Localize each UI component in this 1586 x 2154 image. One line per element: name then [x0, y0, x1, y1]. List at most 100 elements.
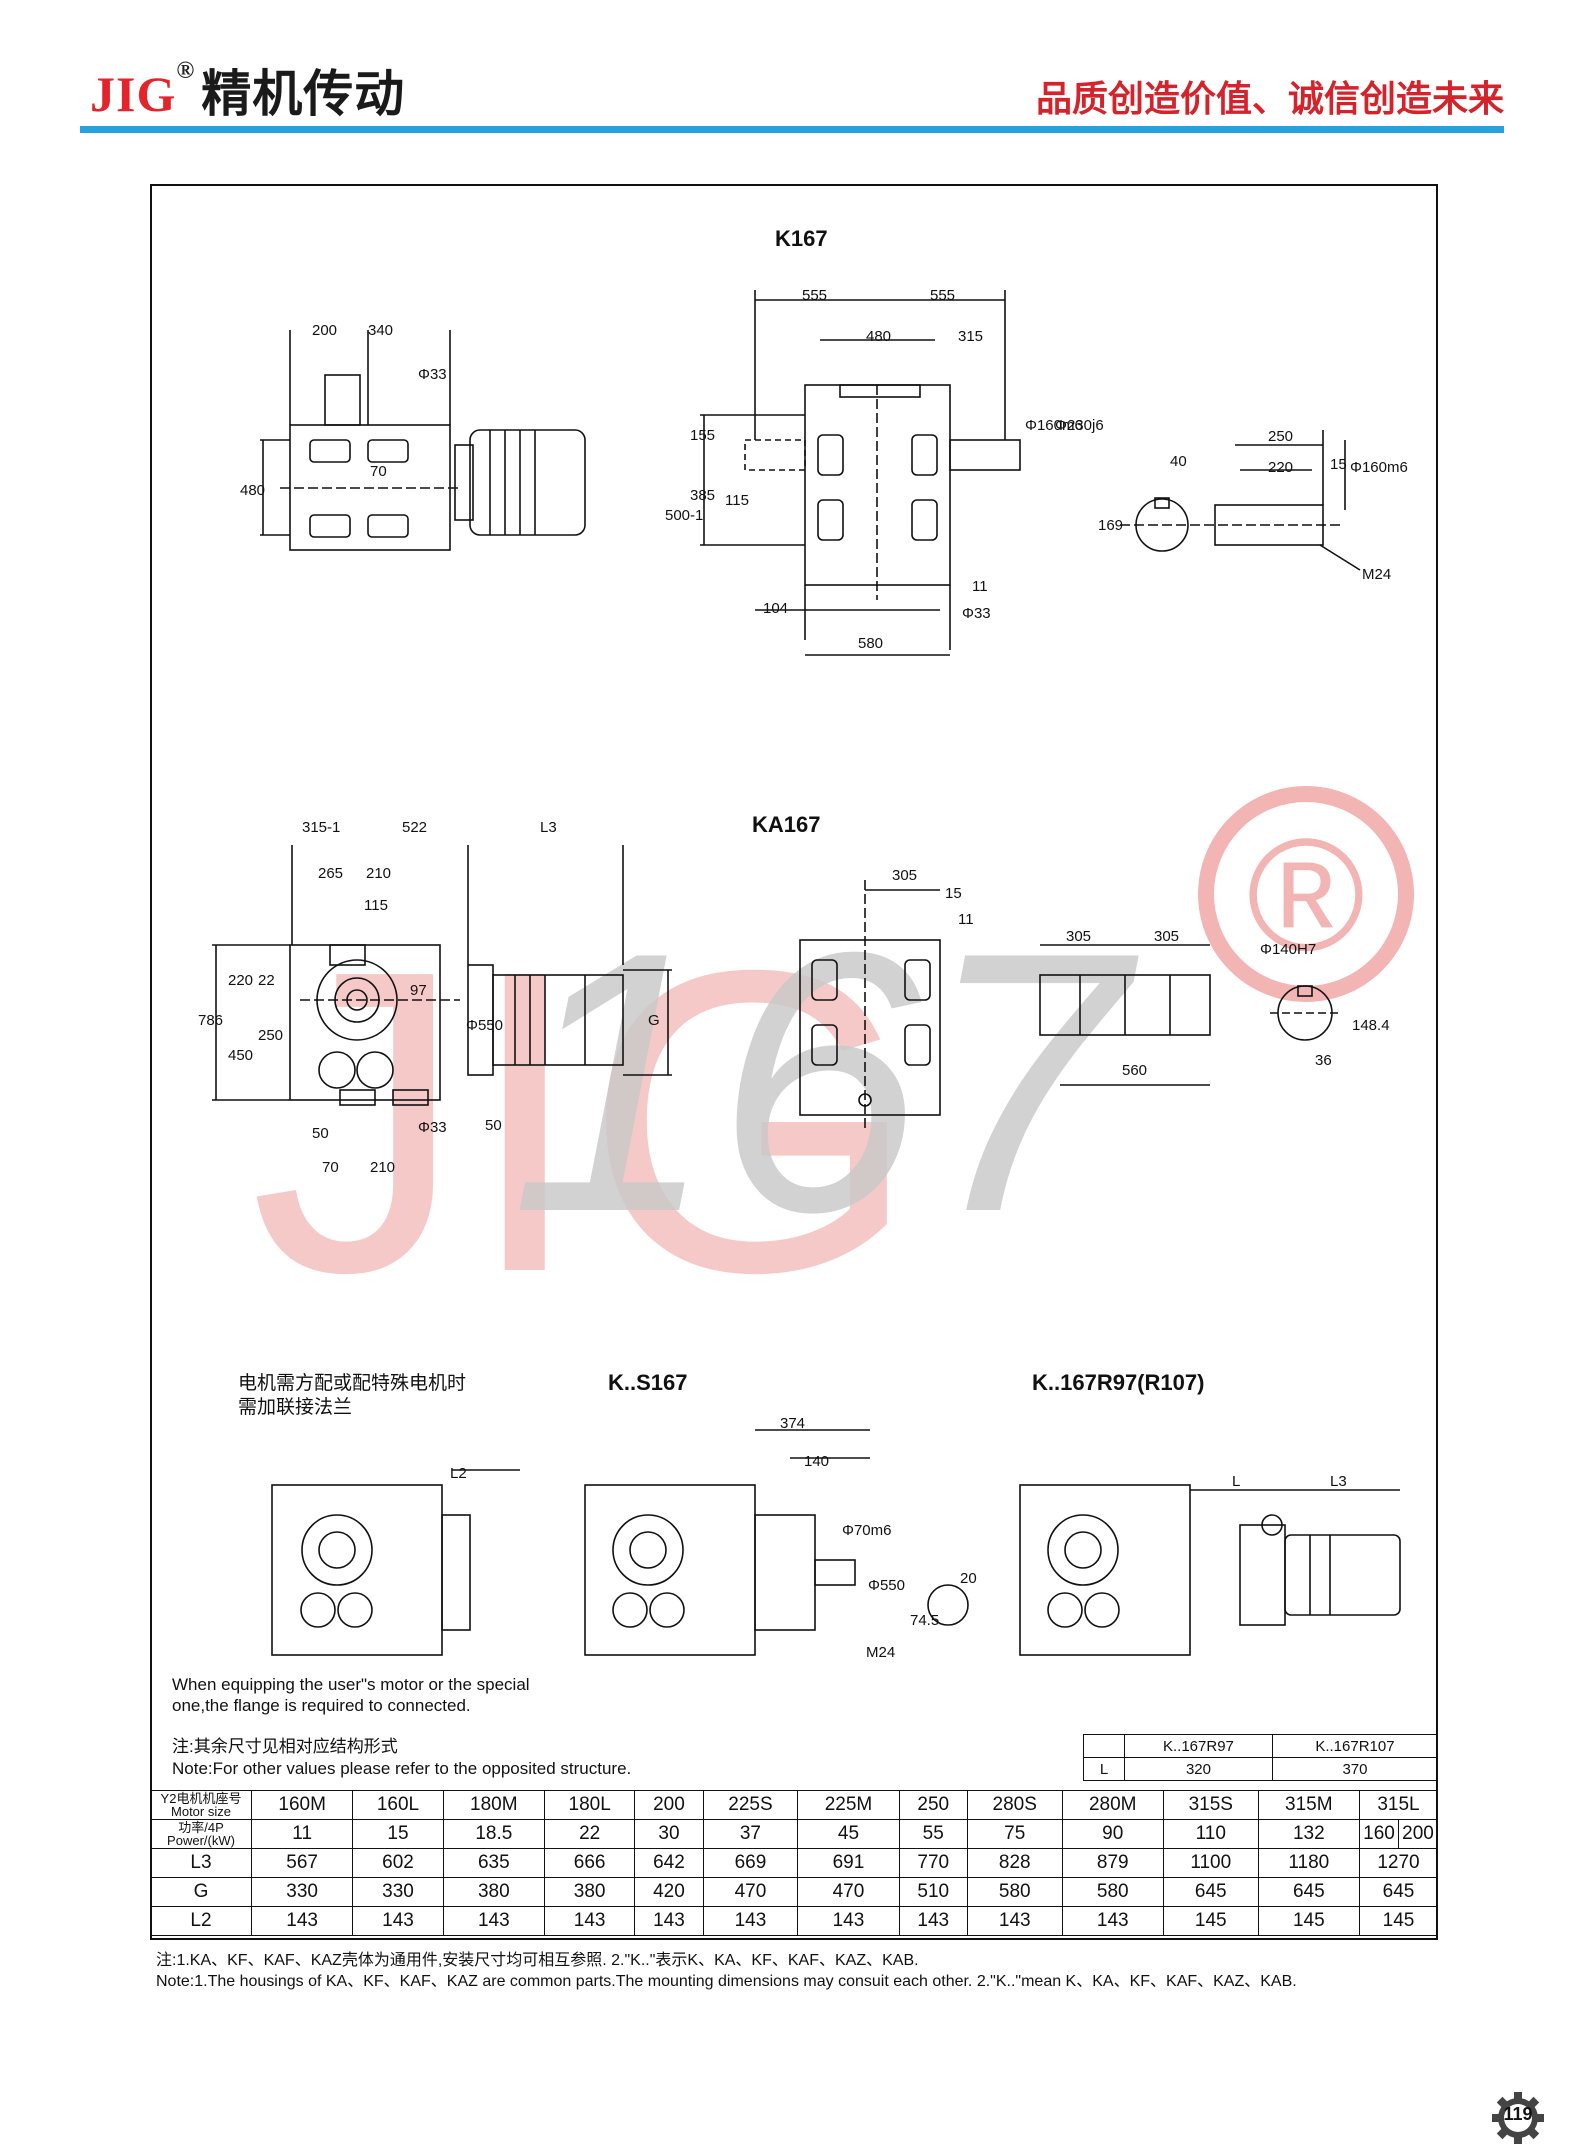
row-label: L2	[150, 1906, 252, 1936]
brand-logo: JIG®精机传动	[90, 54, 405, 126]
dim-label: 11	[972, 578, 988, 595]
table-cell: 666	[543, 1848, 636, 1878]
dim-label: 580	[858, 635, 883, 652]
table-cell: 645	[1359, 1877, 1438, 1907]
motor-cell: 280S	[966, 1790, 1063, 1820]
page-number: 119	[1503, 2104, 1533, 2124]
motor-cell: 315L	[1359, 1790, 1438, 1820]
dim-label: 97	[410, 982, 427, 999]
motor-cell: 180L	[543, 1790, 636, 1820]
dim-label: 315-1	[302, 819, 340, 836]
motor-note-cn-line2: 需加联接法兰	[238, 1397, 353, 1418]
table-cell: 645	[1257, 1877, 1361, 1907]
table-cell: 143	[442, 1906, 545, 1936]
footnote: 注:1.KA、KF、KAF、KAZ壳体为通用件,安装尺寸均可相互参照. 2."K…	[156, 1950, 1297, 1992]
dim-label: 480	[240, 482, 265, 499]
table-cell: 143	[966, 1906, 1063, 1936]
footnote-cn: 注:1.KA、KF、KAF、KAZ壳体为通用件,安装尺寸均可相互参照. 2."K…	[156, 1952, 919, 1969]
table-cell: 567	[250, 1848, 354, 1878]
dim-label: 305	[1066, 928, 1091, 945]
table-cell: 420	[634, 1877, 704, 1907]
row-header-en: Power/(kW)	[167, 1833, 235, 1848]
dim-label: 20	[960, 1570, 977, 1587]
dim-label: 220	[1268, 459, 1293, 476]
power-cell: 55	[898, 1819, 968, 1849]
dim-label: Φ160m6	[1025, 417, 1083, 434]
drawing-k167	[260, 290, 1361, 656]
table-cell: 143	[250, 1906, 354, 1936]
motor-cell: 315S	[1162, 1790, 1259, 1820]
dim-label: 36	[1315, 1052, 1332, 1069]
table-cell: 470	[797, 1877, 900, 1907]
motor-cell: 315M	[1257, 1790, 1361, 1820]
dim-label: 305	[1154, 928, 1179, 945]
dim-label: 555	[930, 287, 955, 304]
motor-cell: 200	[634, 1790, 704, 1820]
motor-note-cn: 电机需方配或配特殊电机时 需加联接法兰	[238, 1372, 466, 1420]
dim-label: 305	[892, 867, 917, 884]
refer-note-en: Note:For other values please refer to th…	[172, 1759, 632, 1778]
dim-label: 169	[1098, 517, 1123, 534]
power-cell: 200	[1398, 1819, 1438, 1849]
dim-label: Φ550	[868, 1577, 905, 1594]
dim-label: Φ550	[466, 1017, 503, 1034]
power-cell: 160	[1359, 1819, 1399, 1849]
table-cell: 143	[797, 1906, 900, 1936]
table-cell: 645	[1162, 1877, 1259, 1907]
table-cell: 580	[966, 1877, 1063, 1907]
motor-cell: 250	[898, 1790, 968, 1820]
dim-label: 340	[368, 322, 393, 339]
table-cell: 143	[1061, 1906, 1164, 1936]
l-table-row-label: L	[1083, 1757, 1125, 1781]
table-cell: 143	[352, 1906, 444, 1936]
refer-note: 注:其余尺寸见相对应结构形式 Note:For other values ple…	[172, 1736, 631, 1780]
dim-label: 74.5	[910, 1612, 939, 1629]
power-cell: 22	[543, 1819, 636, 1849]
dim-label: M24	[866, 1644, 895, 1661]
table-cell: 470	[702, 1877, 799, 1907]
motor-note-en-line2: one,the flange is required to connected.	[172, 1696, 471, 1715]
title-ka167: KA167	[752, 812, 821, 837]
power-cell: 90	[1061, 1819, 1164, 1849]
motor-cell: 160L	[352, 1790, 444, 1820]
header-rule	[80, 126, 1504, 133]
dim-label: 560	[1122, 1062, 1147, 1079]
dim-label: 200	[312, 322, 337, 339]
watermark-letters: JIG	[250, 882, 919, 1362]
watermark-registered: ®	[1247, 805, 1365, 984]
brand-chinese-name: 精机传动	[201, 66, 406, 122]
table-cell: 145	[1162, 1906, 1259, 1936]
brand-name: JIG	[90, 66, 177, 122]
dim-label: L3	[1330, 1473, 1347, 1490]
row-header-cn: 功率/4P	[178, 1820, 224, 1835]
page-number-badge: 119	[1490, 2090, 1546, 2146]
dim-label: 115	[364, 897, 388, 914]
dim-label: 210	[366, 865, 391, 882]
table-cell: 380	[543, 1877, 636, 1907]
table-cell: 330	[352, 1877, 444, 1907]
dim-label: 480	[866, 328, 891, 345]
motor-cell: 225S	[702, 1790, 799, 1820]
table-cell: 143	[702, 1906, 799, 1936]
table-cell: 143	[634, 1906, 704, 1936]
table-cell: 580	[1061, 1877, 1164, 1907]
dim-label: 115	[725, 492, 749, 509]
table-cell: 669	[702, 1848, 799, 1878]
table-row: L2 143 143 143 143 143 143 143 143 143 1…	[150, 1906, 1438, 1936]
dim-label: Φ140H7	[1260, 941, 1316, 958]
row-label: L3	[150, 1848, 252, 1878]
watermark-model: 167	[510, 876, 1141, 1289]
table-cell: 602	[352, 1848, 444, 1878]
table-cell: 691	[797, 1848, 900, 1878]
dim-label: Φ230j6	[1055, 417, 1104, 434]
dim-label: 15	[945, 885, 962, 902]
row-label: G	[150, 1877, 252, 1907]
gear-icon	[1492, 2092, 1544, 2144]
dim-label: 220	[228, 972, 253, 989]
dim-label: M24	[1362, 566, 1391, 583]
table-cell: 1100	[1162, 1848, 1259, 1878]
table-cell: 879	[1061, 1848, 1164, 1878]
table-cell: 510	[898, 1877, 968, 1907]
dim-label: 210	[370, 1159, 395, 1176]
